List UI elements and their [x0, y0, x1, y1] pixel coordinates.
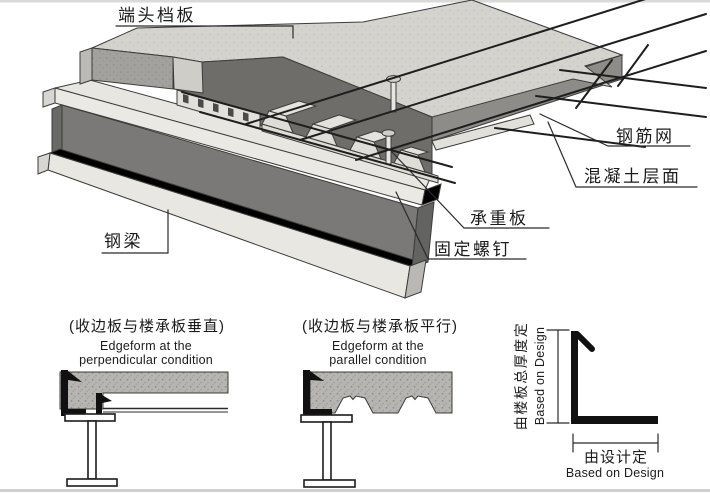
- detail-par-beam-bottom-flange: [303, 479, 356, 488]
- detail-par-title-zh: (收边板与楼承板平行): [302, 317, 458, 335]
- beam-bottom-flange-end-left: [37, 152, 51, 175]
- closure-hole: [213, 102, 219, 113]
- label-fixing-screw: 固定螺钉: [434, 240, 512, 259]
- detail-perp-edgeform-hook: [68, 371, 82, 382]
- main-isometric-view: 端头档板 钢梁 固定螺钉 承重板 混凝土层面 钢筋网: [37, 0, 707, 299]
- stud-shaft: [390, 79, 397, 113]
- rebar-wire: [617, 44, 649, 87]
- label-bearing-deck: 承重板: [470, 209, 529, 228]
- stud-head: [381, 129, 396, 137]
- detail-perp-beam-top-flange: [64, 413, 116, 422]
- detail-perp-beam-web: [87, 420, 97, 480]
- detail-perp-concrete: [59, 371, 229, 410]
- closure-hole: [228, 107, 234, 118]
- slab-end-block: [79, 47, 204, 94]
- detail-perp-clip-hook: [102, 395, 112, 403]
- rebar-wire: [199, 111, 456, 184]
- rebar-wire: [245, 0, 646, 125]
- page-bottom-edge: [0, 489, 710, 492]
- detail-par-edgeform: [303, 370, 310, 415]
- beam-web-end-right: [411, 201, 435, 269]
- steel-beam: [37, 79, 442, 299]
- rebar-mesh: [181, 0, 707, 184]
- deck-edge-overhang: [431, 114, 535, 151]
- label-width-dim-zh: 由设计定: [584, 449, 648, 466]
- detail-par-beam-web: [322, 421, 332, 481]
- rebar-wire: [494, 127, 646, 148]
- closure-hole: [243, 112, 249, 122]
- label-steel-beam: 钢梁: [104, 232, 143, 251]
- deck-rib-end: [393, 149, 426, 173]
- label-height-dim-zh: 由楼板总厚度定: [513, 322, 529, 431]
- beam-bottom-flange-end-right: [404, 259, 427, 299]
- detail-par-edgeform-hook: [310, 371, 324, 381]
- rebar-wire: [181, 91, 453, 168]
- detail-perp-title-en1: Edgeform at the: [100, 339, 192, 353]
- detail-perp-title-en2: perpendicular condition: [79, 353, 213, 367]
- detail-par-concrete: [309, 371, 453, 414]
- detail-perp-edgeform-foot: [61, 409, 86, 416]
- detail-perpendicular: (收边板与楼承板垂直) Edgeform at the perpendicula…: [59, 317, 229, 487]
- label-rebar-mesh: 钢筋网: [616, 127, 675, 146]
- detail-parallel: (收边板与楼承板平行) Edgeform at the parallel con…: [300, 317, 458, 488]
- leader-steel-beam: [101, 209, 169, 254]
- detail-par-title-en2: parallel condition: [329, 353, 426, 367]
- edge-trim-vertical-leg: [571, 331, 578, 423]
- detail-edge-trim: 由楼板总厚度定 Based on Design 由设计定 Based on De…: [513, 322, 664, 480]
- detail-par-title-en1: Edgeform at the: [332, 339, 424, 353]
- detail-perp-beam-bottom-flange: [66, 478, 118, 487]
- label-width-dim-en: Based on Design: [566, 466, 664, 480]
- rebar-wire: [535, 95, 707, 118]
- detail-perp-title-zh: (收边板与楼承板垂直): [69, 317, 225, 335]
- leader-bearing-deck: [391, 151, 550, 229]
- end-block-left-face: [79, 47, 93, 85]
- closure-hole: [183, 93, 189, 104]
- edge-trim-hook: [574, 331, 595, 352]
- label-concrete-layer: 混凝土层面: [584, 167, 682, 186]
- leader-concrete-layer: [547, 121, 698, 188]
- rebar-wire: [575, 59, 613, 109]
- edge-trim-horizontal-leg: [571, 416, 658, 424]
- leader-end-baffle: [115, 25, 294, 39]
- detail-par-beam-top-flange: [300, 414, 353, 423]
- leader-rebar-mesh: [539, 113, 691, 147]
- detail-perp-clip: [96, 393, 102, 414]
- leader-lines: [101, 25, 698, 260]
- leader-fixing-screw: [395, 191, 527, 260]
- end-block-cut-face: [172, 56, 204, 94]
- label-height-dim-en: Based on Design: [533, 327, 547, 425]
- detail-perp-edgeform: [61, 370, 68, 416]
- page-top-edge: [0, 0, 710, 3]
- closure-hole: [198, 98, 204, 109]
- label-end-baffle: 端头档板: [118, 6, 196, 25]
- detail-par-edgeform-foot: [303, 409, 332, 416]
- beam-top-flange-end: [42, 87, 56, 108]
- rebar-wire: [299, 13, 707, 141]
- rebar-wire: [559, 69, 707, 89]
- rebar-wire: [355, 50, 707, 161]
